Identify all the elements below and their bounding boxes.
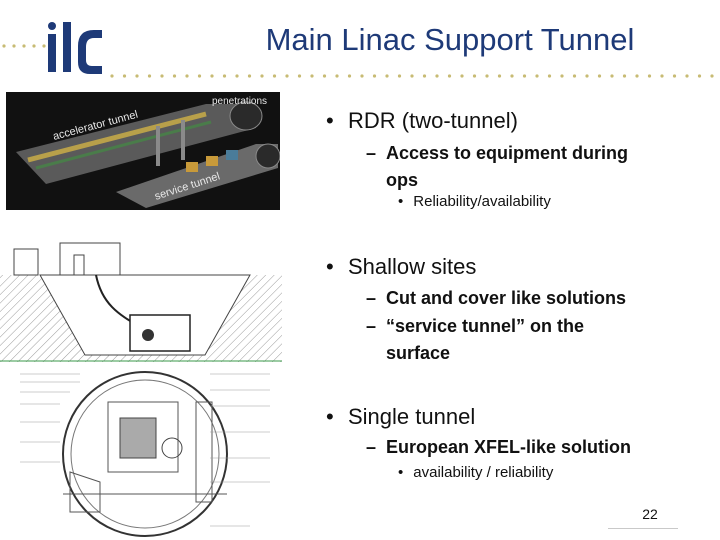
rule-dot <box>197 74 202 78</box>
rule-dot <box>447 74 452 78</box>
rule-dot <box>335 74 339 78</box>
rule-dot <box>422 74 427 78</box>
rule-dot <box>622 74 627 78</box>
bullet-rdr: •RDR (two-tunnel) <box>326 108 518 133</box>
rule-dot <box>135 74 139 78</box>
subsub-bullet-reliability: •Reliability/availability <box>398 193 551 210</box>
rule-dot <box>147 74 152 78</box>
rule-dot <box>460 74 464 78</box>
rule-dot <box>322 74 327 78</box>
rule-dot <box>347 74 352 78</box>
single-tunnel-section-image <box>0 362 282 538</box>
page-number: 22 <box>642 506 658 522</box>
rule-dot <box>260 74 264 78</box>
rule-dot <box>522 74 527 78</box>
rule-dot <box>697 74 702 78</box>
rule-dot <box>247 74 252 78</box>
rule-dot <box>160 74 164 78</box>
rule-dot <box>385 74 389 78</box>
rule-dot <box>222 74 227 78</box>
rule-dot <box>510 74 514 78</box>
rule-dot <box>235 74 239 78</box>
rule-dot <box>485 74 489 78</box>
rule-dot <box>297 74 302 78</box>
rule-dot <box>472 74 477 78</box>
rule-dot <box>635 74 639 78</box>
rule-dot <box>710 74 714 78</box>
rule-dot <box>397 74 402 78</box>
rule-dot <box>372 74 377 78</box>
rule-dot <box>647 74 652 78</box>
rule-dot <box>360 74 364 78</box>
subsub-bullet-availability: •availability / reliability <box>398 464 554 481</box>
rule-dot <box>572 74 577 78</box>
rule-dot <box>547 74 552 78</box>
dotted-accent-left <box>2 44 46 48</box>
page-number-rule <box>608 528 678 529</box>
rule-dot <box>597 74 602 78</box>
rule-dot <box>672 74 677 78</box>
rule-dot <box>122 74 127 78</box>
slide-title: Main Linac Support Tunnel <box>265 22 635 57</box>
rule-dot <box>110 74 114 78</box>
rule-dot <box>172 74 177 78</box>
bullet-single-tunnel: •Single tunnel <box>326 404 476 429</box>
rule-dot <box>660 74 664 78</box>
rule-dot <box>185 74 189 78</box>
cut-and-cover-section-image <box>0 242 282 363</box>
two-tunnel-render-image: accelerator tunnel penetrations service … <box>6 92 280 210</box>
label-penetrations: penetrations <box>212 96 267 107</box>
rule-dot <box>435 74 439 78</box>
rule-dot <box>685 74 689 78</box>
rule-dot <box>497 74 502 78</box>
rule-dot <box>272 74 277 78</box>
rule-dot <box>210 74 214 78</box>
rule-dot <box>610 74 614 78</box>
title-dotted-rule <box>110 74 714 78</box>
ilc-logo-icon <box>48 22 102 74</box>
bullet-shallow-sites: •Shallow sites <box>326 254 477 279</box>
rule-dot <box>285 74 289 78</box>
rule-dot <box>410 74 414 78</box>
rule-dot <box>535 74 539 78</box>
rule-dot <box>560 74 564 78</box>
rule-dot <box>585 74 589 78</box>
rule-dot <box>310 74 314 78</box>
